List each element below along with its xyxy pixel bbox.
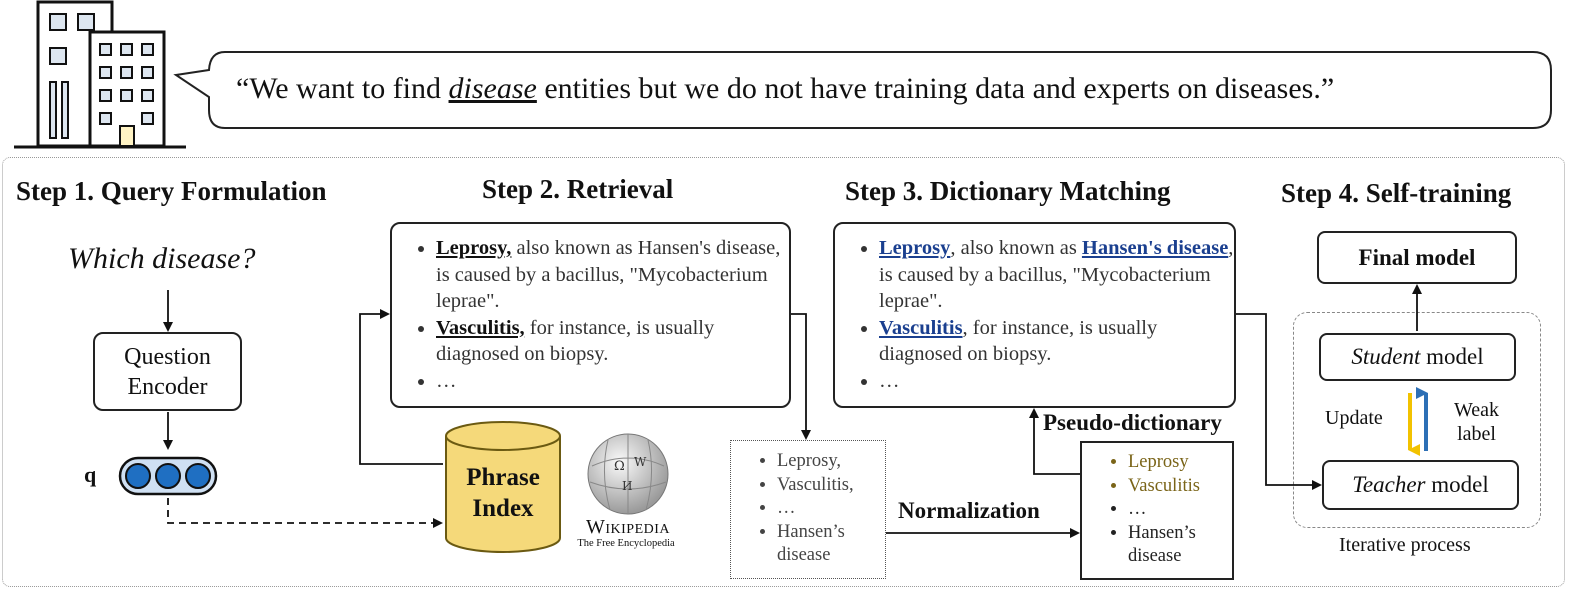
dictionary-item: Hansen’s disease xyxy=(1128,522,1232,569)
student-em: Student xyxy=(1351,344,1421,369)
encoder-line2: Encoder xyxy=(127,373,208,400)
speech-bubble xyxy=(173,51,1552,129)
vector-label: q xyxy=(84,462,97,487)
query-text: Which disease? xyxy=(68,242,256,275)
encoder-line1: Question xyxy=(124,343,211,370)
final-model: Final model xyxy=(1317,231,1517,284)
question-encoder: Question Encoder xyxy=(93,332,242,411)
retrieval-box: Leprosy, also known as Hansen's disease,… xyxy=(390,222,791,408)
svg-text:W: W xyxy=(634,455,647,469)
dictionary-item: Vasculitis xyxy=(1128,475,1232,499)
matched-entity: Leprosy xyxy=(879,237,951,259)
extracted-item: Leprosy, xyxy=(777,450,885,474)
teacher-model: Teacher model xyxy=(1322,460,1519,510)
svg-text:Ω: Ω xyxy=(614,459,625,474)
pipeline-frame xyxy=(2,157,1565,587)
query-vector xyxy=(118,456,218,496)
weak-line2: label xyxy=(1457,423,1496,445)
teacher-rest: model xyxy=(1425,472,1489,497)
pseudo-dictionary-box: Leprosy Vasculitis … Hansen’s disease xyxy=(1080,441,1234,580)
matching-item: Vasculitis, for instance, is usually dia… xyxy=(879,315,1234,368)
student-model: Student model xyxy=(1319,333,1516,381)
retrieval-keyword: Vasculitis, xyxy=(436,316,525,339)
matching-text: , for instance, is usually diagnosed on … xyxy=(879,316,1158,366)
phrase-index-line2: Index xyxy=(472,495,534,522)
step1-title: Step 1. Query Formulation xyxy=(16,176,327,206)
matching-item: Leprosy, also known as Hansen's disease,… xyxy=(879,235,1234,315)
dictionary-item: … xyxy=(1128,498,1232,522)
weak-label-text: Weak label xyxy=(1454,398,1499,446)
retrieval-keyword: Leprosy, xyxy=(436,237,512,259)
retrieval-text: also known as Hansen's disease, is cause… xyxy=(436,237,781,312)
step3-title: Step 3. Dictionary Matching xyxy=(845,176,1171,206)
phrase-index-label: Phrase Index xyxy=(443,462,563,524)
speech-suffix: entities but we do not have training dat… xyxy=(536,72,1335,105)
retrieval-item: … xyxy=(436,368,789,395)
wikipedia-name: Wikipedia xyxy=(576,516,680,539)
wikipedia-tagline: The Free Encyclopedia xyxy=(577,538,675,549)
pseudo-dictionary-title: Pseudo-dictionary xyxy=(1043,410,1222,435)
arrow-dictionary-to-matching xyxy=(1029,408,1080,475)
matching-text: , is caused by a bacillus, "Mycobacteriu… xyxy=(879,237,1234,312)
normalization-label: Normalization xyxy=(898,498,1040,523)
retrieval-text: for instance, is usually diagnosed on bi… xyxy=(436,316,715,366)
weak-line1: Weak xyxy=(1454,399,1500,421)
iterative-caption: Iterative process xyxy=(1339,534,1471,556)
phrase-index-cylinder xyxy=(445,421,561,553)
speech-text: “We want to find disease entities but we… xyxy=(236,72,1334,106)
dictionary-item: Leprosy xyxy=(1128,451,1232,475)
svg-text:И: И xyxy=(622,479,632,493)
matched-entity: Hansen's disease xyxy=(1081,237,1229,259)
wikipedia-name-text: Wikipedia xyxy=(585,516,671,538)
arrow-retrieval-to-extracted xyxy=(791,313,811,440)
arrow-vector-to-index xyxy=(167,498,443,528)
extracted-entities-box: Leprosy, Vasculitis, … Hansen’s disease xyxy=(730,440,886,579)
arrow-matching-to-teacher xyxy=(1236,313,1322,490)
arrow-index-to-retrieval xyxy=(359,309,443,465)
update-label: Update xyxy=(1325,407,1383,429)
extracted-item: Hansen’s disease xyxy=(777,521,885,568)
matching-box: Leprosy, also known as Hansen's disease,… xyxy=(833,222,1236,408)
extracted-item: Vasculitis, xyxy=(777,474,885,498)
phrase-index-line1: Phrase xyxy=(466,464,540,491)
step2-title: Step 2. Retrieval xyxy=(482,174,674,204)
step4-title: Step 4. Self-training xyxy=(1281,178,1512,208)
retrieval-text: … xyxy=(436,369,457,392)
speech-keyword: disease xyxy=(448,72,537,105)
student-rest: model xyxy=(1420,344,1484,369)
teacher-em: Teacher xyxy=(1352,472,1426,497)
extracted-item: … xyxy=(777,497,885,521)
building-icon xyxy=(14,0,186,149)
retrieval-item: Vasculitis, for instance, is usually dia… xyxy=(436,315,789,368)
retrieval-item: Leprosy, also known as Hansen's disease,… xyxy=(436,235,789,315)
speech-prefix: “We want to find xyxy=(236,72,449,105)
matching-item: … xyxy=(879,368,1234,395)
wikipedia-globe-icon: Ω W И xyxy=(587,433,669,515)
matching-text: , also known as xyxy=(950,237,1082,259)
matched-entity: Vasculitis xyxy=(879,316,963,339)
